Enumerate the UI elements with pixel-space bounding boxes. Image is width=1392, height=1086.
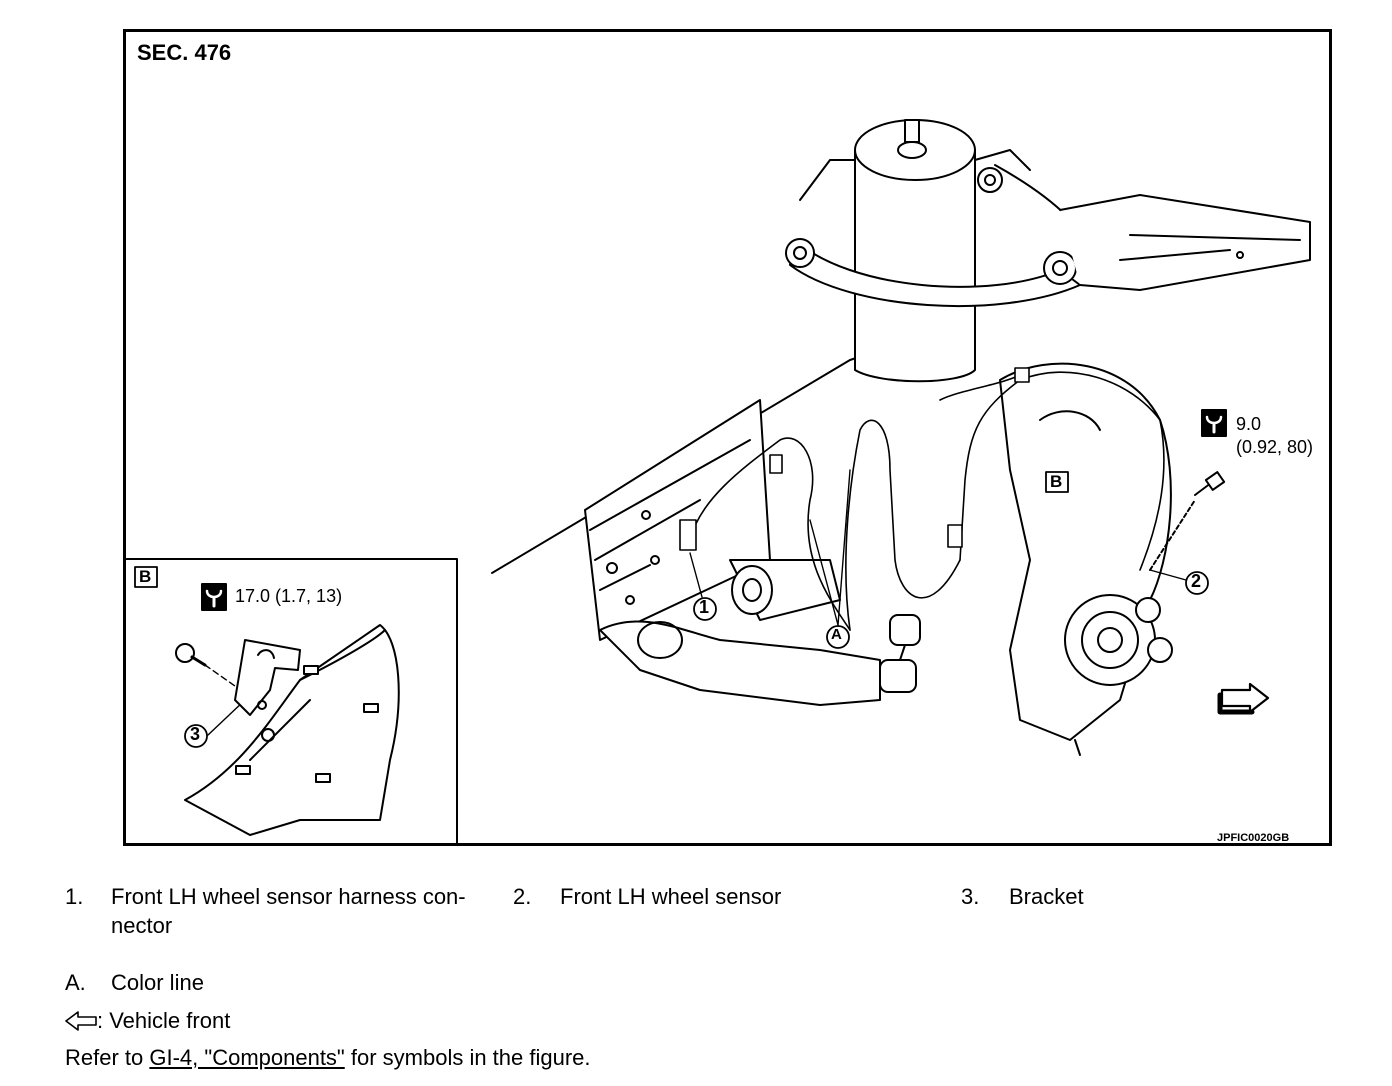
torque-main-value: 9.0: [1236, 414, 1262, 434]
legend-letter-a-text: Color line: [111, 970, 204, 995]
callout-circles: [184, 571, 1209, 748]
torque-main: 9.0 (0.92, 80): [1236, 413, 1313, 459]
callout-b-box: [1045, 471, 1069, 493]
legend-number-1: 1.: [65, 884, 84, 909]
vehicle-front-arrow-icon: [1217, 682, 1270, 715]
torque-main-alt: (0.92, 80): [1236, 437, 1314, 457]
refer-prefix: Refer to: [65, 1045, 150, 1070]
section-label: SEC. 476: [137, 40, 232, 65]
legend-text-3: Bracket: [1009, 884, 1084, 909]
torque-detail: 17.0 (1.7, 13): [235, 586, 343, 606]
sensor-harness: [679, 367, 1165, 631]
legend-arrow-icon: [65, 1011, 97, 1031]
legend-number-2: 2.: [513, 884, 532, 909]
detail-b-parts: [175, 624, 400, 836]
components-link[interactable]: GI-4, "Components": [149, 1045, 345, 1070]
strut-assembly: [799, 119, 1031, 383]
callout-leaders: [207, 469, 1187, 736]
detail-b-frame: [125, 558, 458, 844]
figure-code: JPFIC0020GB: [1217, 832, 1290, 844]
callout-a: A: [831, 626, 842, 643]
refer-suffix: for symbols in the figure.: [344, 1045, 591, 1070]
knuckle-hub: [999, 362, 1173, 756]
sensor-bolt: [1149, 471, 1226, 571]
torque-wrench-icon-detail: [201, 583, 227, 611]
legend-text-1: Front LH wheel sensor harness con-: [111, 884, 466, 909]
legend-items: 1. Front LH wheel sensor harness con- ne…: [65, 882, 1365, 942]
callout-b: B: [1050, 472, 1063, 491]
detail-b-label: B: [139, 567, 152, 586]
crossmember: [1059, 194, 1311, 291]
figure-frame: [123, 29, 1332, 846]
lower-arm: [599, 559, 881, 706]
legend-vehicle-front: : Vehicle front: [97, 1008, 231, 1033]
upper-arm: [785, 164, 1096, 308]
detail-b-box: [134, 566, 158, 588]
legend-text-1-cont: nector: [111, 913, 173, 938]
torque-wrench-icon: [1201, 409, 1227, 437]
stabilizer-link: [879, 614, 921, 693]
legend-text-2: Front LH wheel sensor: [560, 884, 782, 909]
callout-2: 2: [1191, 571, 1202, 591]
refer-line: Refer to GI-4, "Components" for symbols …: [65, 1043, 591, 1072]
callout-3: 3: [190, 724, 201, 744]
legend-number-3: 3.: [961, 884, 980, 909]
legend-letter-a: A.: [65, 970, 86, 995]
callout-1: 1: [699, 597, 710, 617]
